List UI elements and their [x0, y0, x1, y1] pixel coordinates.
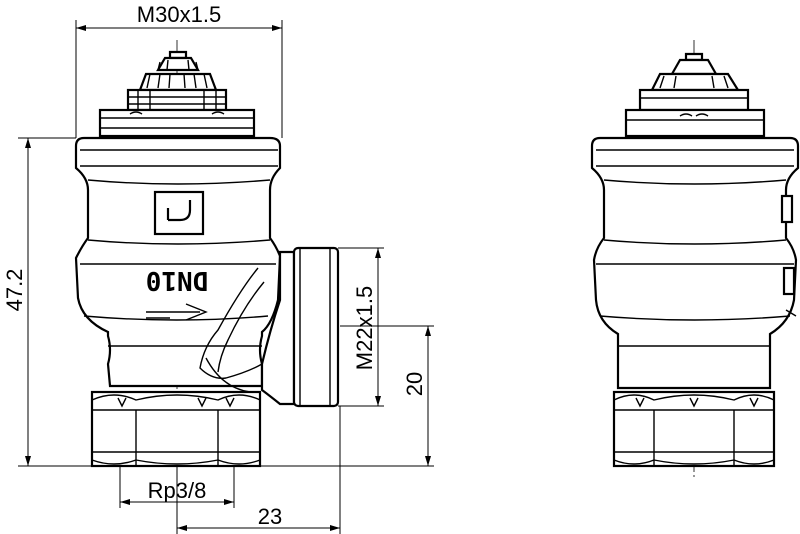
dimension-side-height: 20	[260, 325, 434, 467]
hex-nut-front	[90, 390, 262, 468]
valve-cap-front	[98, 50, 256, 138]
dimension-offset-label: 23	[258, 504, 282, 529]
hex-nut-side	[612, 390, 776, 468]
side-outlet-front	[199, 246, 340, 408]
valve-body-side	[590, 136, 800, 390]
dimension-side-height-label: 20	[402, 372, 427, 396]
dimension-side-thread: M22x1.5	[338, 247, 384, 407]
dimension-top-thread: M30x1.5	[75, 2, 283, 138]
flow-arrow-icon	[146, 303, 208, 321]
dimension-overall-height-label: 47.2	[2, 269, 27, 312]
valve-side-view	[590, 40, 800, 480]
size-marking-text: DN10	[146, 265, 209, 295]
valve-front-view: DN10	[74, 40, 340, 470]
dimension-offset: 23	[176, 406, 341, 534]
setting-symbol-icon	[153, 190, 205, 236]
valve-cap-side	[624, 52, 766, 138]
dimension-overall-height: 47.2	[2, 137, 92, 467]
size-marking: DN10	[146, 265, 209, 295]
valve-body-front	[74, 136, 282, 388]
dimension-top-thread-label: M30x1.5	[137, 2, 221, 27]
dimension-side-thread-label: M22x1.5	[352, 286, 377, 370]
